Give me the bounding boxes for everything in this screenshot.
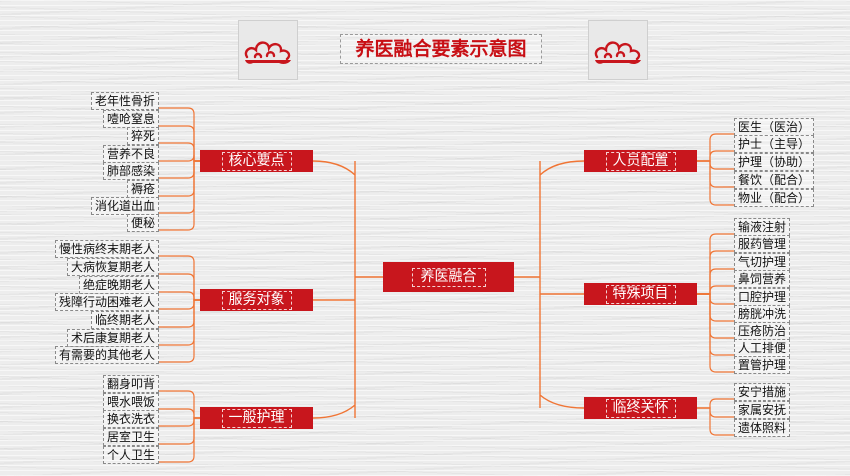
branch-core: 核心要点 [200, 150, 313, 172]
leaf-general-4: 居室卫生 [102, 428, 159, 446]
leaf-staff-4: 餐饮（配合） [734, 171, 815, 189]
branch-hospice: 临终关怀 [584, 397, 697, 419]
leaf-special-1: 输液注射 [734, 218, 791, 236]
page-title: 养医融合要素示意图 [340, 34, 542, 64]
leaf-service-6: 术后康复期老人 [66, 329, 159, 347]
branch-service: 服务对象 [200, 289, 313, 311]
leaf-general-1: 翻身叩背 [102, 375, 159, 393]
branch-core-label: 核心要点 [221, 152, 292, 171]
leaf-staff-5: 物业（配合） [734, 189, 815, 207]
center-node: 养医融合 [383, 262, 514, 292]
leaf-staff-3: 护理（协助） [734, 153, 815, 171]
leaf-hospice-1: 安宁措施 [734, 383, 791, 401]
leaf-general-5: 个人卫生 [102, 446, 159, 464]
branch-special: 特殊项目 [584, 283, 697, 305]
center-label: 养医融合 [411, 268, 486, 287]
leaf-core-1: 老年性骨折 [90, 92, 159, 110]
decor-right [588, 20, 648, 80]
leaf-service-2: 大病恢复期老人 [66, 258, 159, 276]
leaf-general-2: 喂水喂饭 [102, 393, 159, 411]
branch-special-label: 特殊项目 [605, 285, 676, 304]
leaf-core-7: 消化道出血 [90, 197, 159, 215]
leaf-special-9: 置管护理 [734, 356, 791, 374]
branch-staff-label: 人员配置 [605, 152, 676, 171]
leaf-special-2: 服药管理 [734, 235, 791, 253]
leaf-service-3: 绝症晚期老人 [78, 276, 159, 294]
leaf-special-4: 鼻饲营养 [734, 270, 791, 288]
leaf-staff-2: 护士（主导） [734, 135, 815, 153]
cloud-icon [244, 41, 291, 64]
leaf-service-5: 临终期老人 [90, 311, 159, 329]
leaf-hospice-3: 遗体照料 [734, 419, 791, 437]
leaf-special-3: 气切护理 [734, 253, 791, 271]
leaf-core-5: 肺部感染 [102, 162, 159, 180]
leaf-special-5: 口腔护理 [734, 288, 791, 306]
leaf-general-3: 换衣洗衣 [102, 410, 159, 428]
leaf-core-6: 褥疮 [126, 180, 159, 198]
leaf-core-8: 便秘 [126, 214, 159, 232]
branch-general-label: 一般护理 [221, 409, 292, 428]
leaf-staff-1: 医生（医治） [734, 118, 815, 136]
cloud-icon [594, 41, 641, 64]
leaf-service-1: 慢性病终末期老人 [54, 240, 159, 258]
branch-staff: 人员配置 [584, 150, 697, 172]
leaf-special-7: 压疮防治 [734, 322, 791, 340]
leaf-core-3: 猝死 [126, 127, 159, 145]
branch-service-label: 服务对象 [221, 291, 292, 310]
leaf-core-2: 噎呛窒息 [102, 110, 159, 128]
decor-left [238, 20, 298, 80]
branch-general: 一般护理 [200, 407, 313, 429]
leaf-hospice-2: 家属安抚 [734, 401, 791, 419]
leaf-special-6: 膀胱冲洗 [734, 305, 791, 323]
branch-hospice-label: 临终关怀 [605, 399, 676, 418]
leaf-service-4: 残障行动困难老人 [54, 293, 159, 311]
leaf-special-8: 人工排便 [734, 339, 791, 357]
leaf-core-4: 营养不良 [102, 145, 159, 163]
leaf-service-7: 有需要的其他老人 [54, 346, 159, 364]
